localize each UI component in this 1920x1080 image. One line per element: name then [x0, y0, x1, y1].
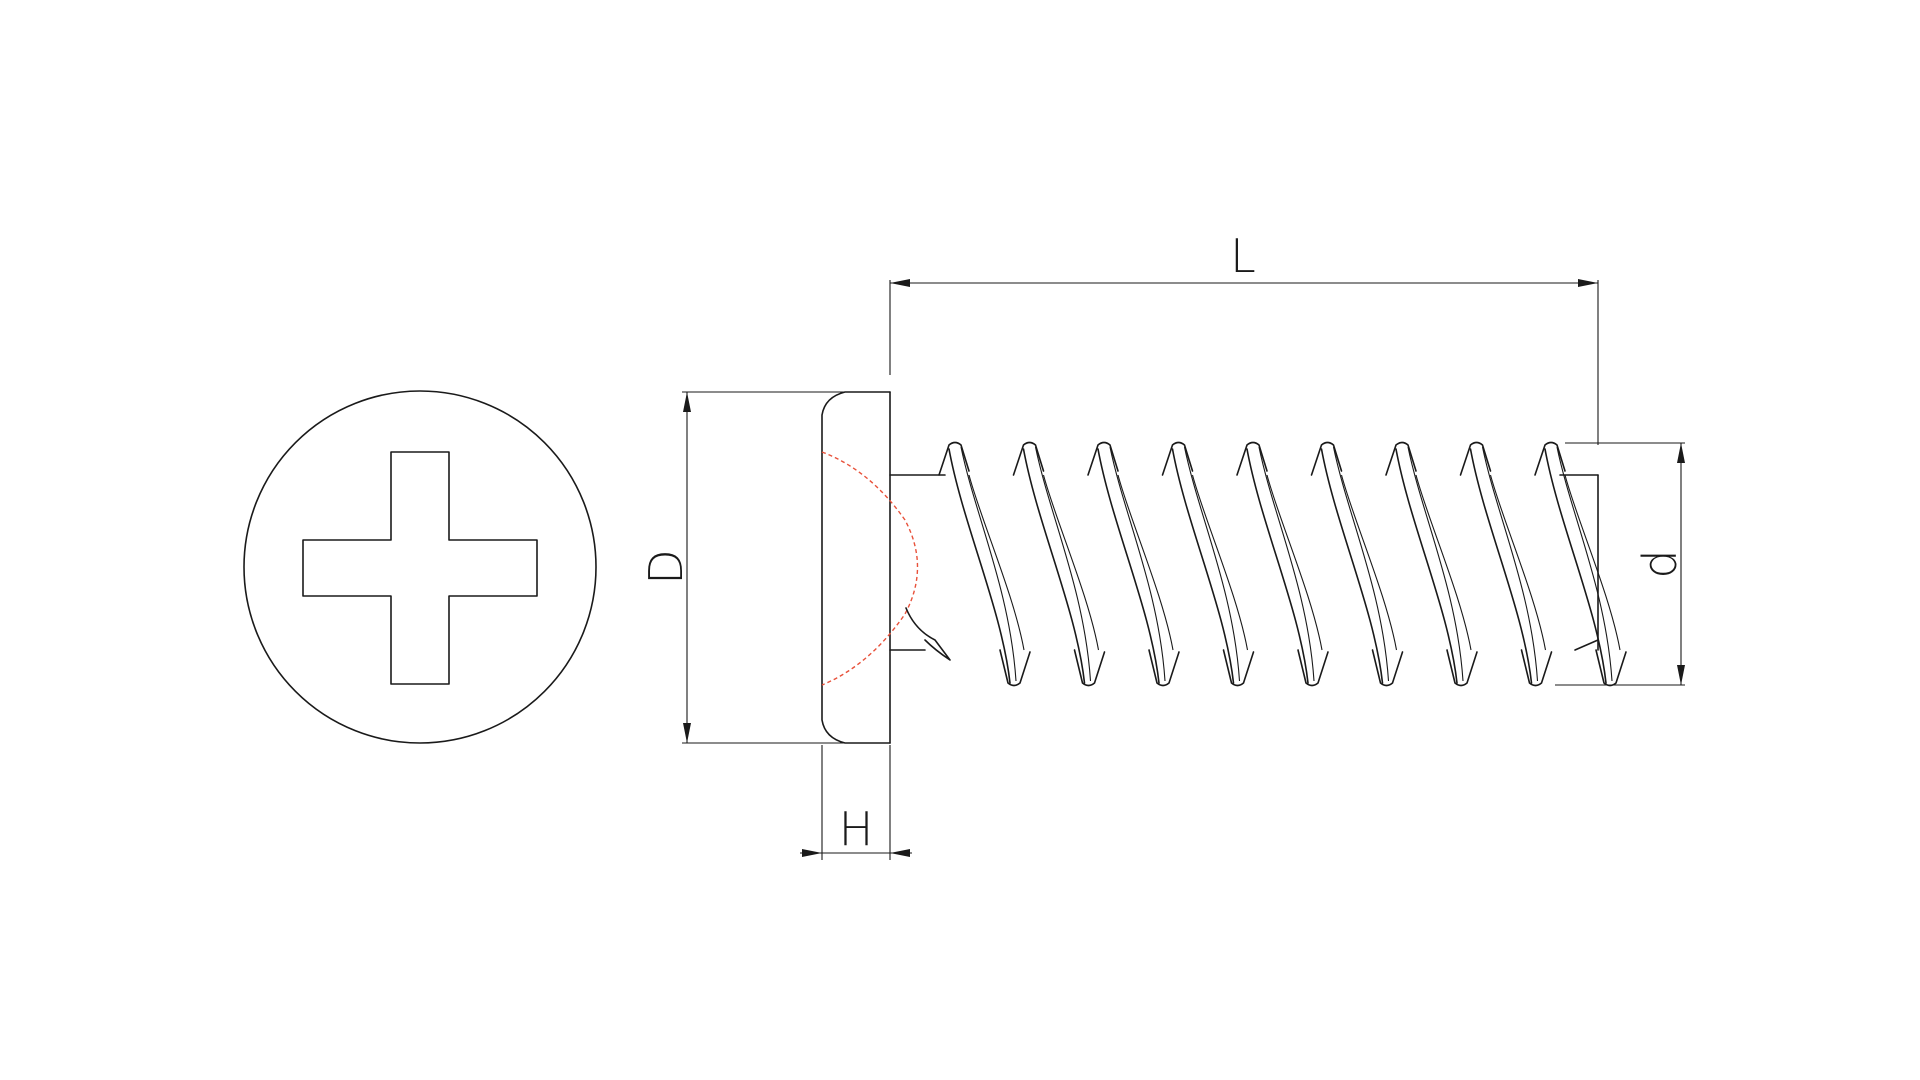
shank-core-bottom-end: [1574, 639, 1599, 651]
thread-diameter-arrow-top: [1677, 443, 1685, 463]
thread-helix-line: [1183, 446, 1241, 682]
thread-crest-top: [1012, 441, 1045, 476]
dimension-head-height: H: [800, 745, 912, 860]
dimension-length: L: [889, 229, 1599, 445]
thread-helix-line: [968, 474, 1025, 651]
thread-helix-line: [1564, 474, 1621, 651]
length-arrow-right: [1578, 279, 1598, 287]
thread-helix-line: [1117, 474, 1174, 651]
thread-diameter-label: d: [1633, 549, 1687, 578]
thread-crest-bottom: [1297, 649, 1329, 687]
thread-crest-bottom: [1148, 649, 1180, 687]
thread-flank-line: [948, 448, 1011, 684]
thread-flank-line: [1544, 448, 1607, 684]
thread-crest-top: [1161, 441, 1194, 476]
thread-helix-line: [1481, 446, 1539, 682]
head-diameter-arrow-bottom: [683, 723, 691, 743]
thread-crest-top: [938, 441, 970, 476]
thread-flank-line: [1395, 448, 1458, 684]
thread-lead-in: [905, 607, 951, 661]
thread-crest-bottom: [1446, 649, 1478, 687]
thread-flank-line: [1097, 448, 1160, 684]
thread-crest-top: [1534, 441, 1566, 476]
head-height-label: H: [839, 802, 874, 856]
head-diameter-label: D: [639, 549, 693, 584]
thread-flank-line: [1022, 448, 1086, 684]
phillips-cross-recess: [302, 451, 538, 685]
thread-helix-line: [1340, 474, 1398, 651]
thread-crest-top: [1385, 441, 1417, 476]
thread-crest-top: [1459, 441, 1492, 476]
length-arrow-left: [890, 279, 910, 287]
length-label: L: [1230, 229, 1256, 283]
thread-crest-bottom: [1371, 649, 1404, 687]
thread-helix-line: [1034, 446, 1092, 682]
head-diameter-arrow-top: [683, 392, 691, 412]
thread-helix-line: [1042, 474, 1100, 651]
thread-crest-top: [1310, 441, 1343, 476]
thread-crest-bottom: [1222, 649, 1255, 687]
head-height-arrow-left: [802, 849, 822, 857]
thread-flank-line: [1320, 448, 1384, 684]
thread-helix-line: [1191, 474, 1249, 651]
recess-hidden-line: [821, 451, 919, 686]
thread-helix-line: [1258, 446, 1315, 682]
thread-crest-bottom: [1073, 649, 1106, 687]
dimension-thread-diameter: d: [1555, 442, 1687, 686]
thread-helix-line: [1109, 446, 1166, 682]
thread-helix-line: [1556, 446, 1613, 682]
threaded-shank: [889, 441, 1627, 687]
screw-side-view-icon: [821, 391, 1627, 744]
dimension-head-diameter: D: [639, 391, 890, 744]
head-outline-circle: [243, 390, 597, 744]
thread-crest-top: [1087, 441, 1119, 476]
thread-helix-line: [1407, 446, 1464, 682]
phillips-head-top-view-icon: [243, 390, 597, 744]
thread-crest-top: [1236, 441, 1268, 476]
head-height-arrow-right: [890, 849, 910, 857]
thread-helix-line: [960, 446, 1017, 682]
thread-crest-bottom: [999, 649, 1031, 687]
thread-helix-line: [1415, 474, 1472, 651]
screw-head-outline: [821, 391, 891, 744]
thread-flank-line: [1246, 448, 1309, 684]
thread-flank-line: [1171, 448, 1235, 684]
thread-crest-bottom: [1520, 649, 1553, 687]
thread-diameter-arrow-bottom: [1677, 665, 1685, 685]
thread-helix-line: [1266, 474, 1323, 651]
thread-helix-line: [1489, 474, 1547, 651]
thread-helix-line: [1332, 446, 1390, 682]
thread-flank-line: [1469, 448, 1533, 684]
